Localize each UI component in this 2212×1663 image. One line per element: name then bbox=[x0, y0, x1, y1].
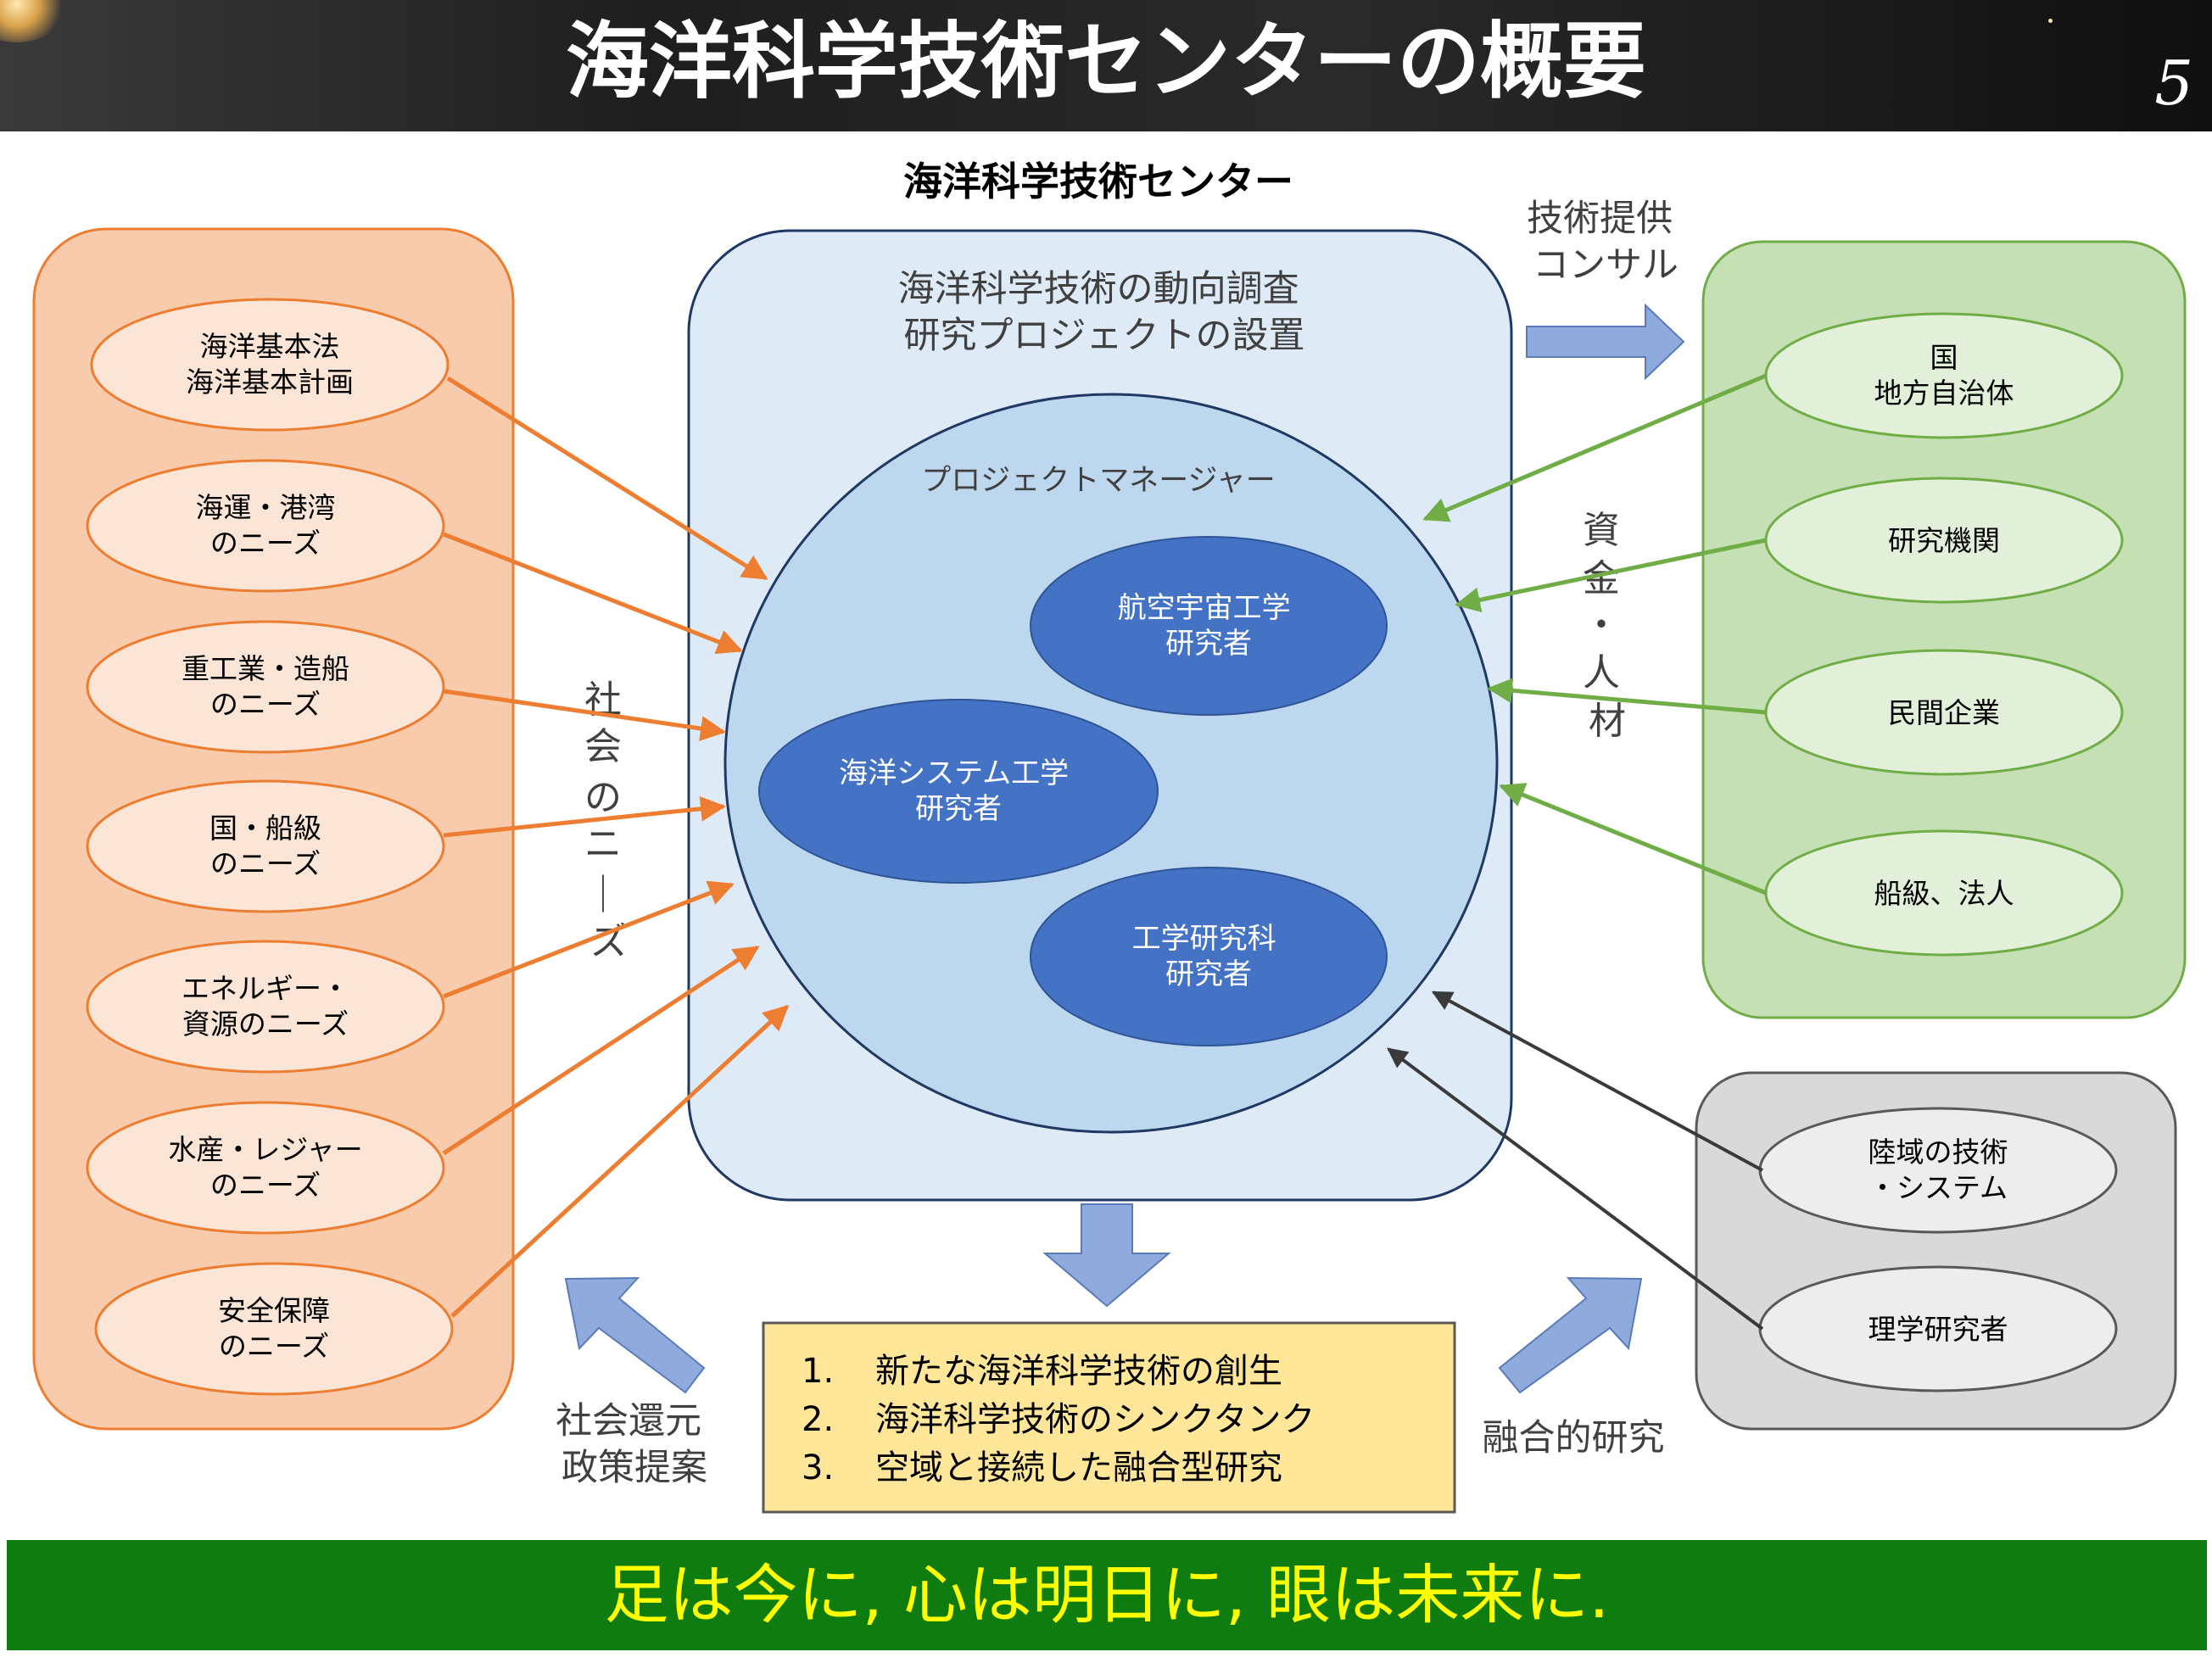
svg-text:国・船級のニーズ: 国・船級のニーズ bbox=[209, 812, 321, 880]
svg-text:理学研究者: 理学研究者 bbox=[1868, 1313, 2008, 1346]
tech-item: 理学研究者 bbox=[1758, 1265, 2118, 1392]
center-title: 海洋科学技術センター bbox=[903, 159, 1293, 204]
needs-item: 水産・レジャーのニーズ bbox=[86, 1101, 445, 1235]
center-top-text: 海洋科学技術の動向調査 研究プロジェクトの設置 bbox=[898, 268, 1311, 357]
researcher-label: 海洋システム工学 研究者 bbox=[839, 756, 1078, 826]
needs-item: 安全保障のニーズ bbox=[94, 1262, 454, 1396]
funding-arrows bbox=[1422, 373, 1767, 896]
star-decoration bbox=[2048, 19, 2053, 23]
needs-side-label-bg bbox=[581, 678, 637, 967]
slogan-banner: 足は今に, 心は明日に, 眼は未来に. bbox=[7, 1540, 2207, 1650]
needs-item: 海運・港湾のニーズ bbox=[86, 459, 445, 593]
tech-item: 陸域の技術・システム bbox=[1758, 1107, 2118, 1234]
needs-item: 国・船級のニーズ bbox=[86, 779, 445, 913]
svg-text:国地方自治体: 国地方自治体 bbox=[1874, 341, 2014, 410]
svg-text:水産・レジャーのニーズ: 水産・レジャーのニーズ bbox=[168, 1133, 362, 1202]
funding-item: 民間企業 bbox=[1764, 649, 2124, 776]
researcher-aerospace: 航空宇宙工学 研究者 bbox=[1030, 536, 1388, 716]
outcome-item: 1. 新たな海洋科学技術の創生 bbox=[802, 1352, 1282, 1391]
slogan-text: 足は今に, 心は明日に, 眼は未来に. bbox=[604, 1557, 1610, 1632]
researcher-label: 工学研究科 研究者 bbox=[1132, 922, 1286, 991]
fusion-research-arrow bbox=[1498, 1276, 1643, 1394]
funding-item: 国地方自治体 bbox=[1764, 312, 2124, 439]
svg-text:エネルギー・資源のニーズ: エネルギー・資源のニーズ bbox=[182, 972, 349, 1041]
svg-text:民間企業: 民間企業 bbox=[1888, 696, 2000, 729]
needs-item: 重工業・造船のニーズ bbox=[86, 620, 445, 754]
pm-label: プロジェクトマネージャー bbox=[921, 464, 1276, 498]
fusion-research-label: 融合的研究 bbox=[1483, 1417, 1665, 1459]
researcher-label: 航空宇宙工学 研究者 bbox=[1118, 591, 1300, 661]
funding-side-label-bg bbox=[1580, 505, 1634, 751]
diagram: 海洋科学技術センター 海洋科学技術の動向調査 研究プロジェクトの設置 プロジェク… bbox=[32, 159, 2187, 1514]
tech-offer-arrow bbox=[1526, 303, 1685, 381]
social-return-arrow bbox=[564, 1276, 706, 1394]
researcher-ocean-systems: 海洋システム工学 研究者 bbox=[758, 699, 1159, 884]
outcome-down-arrow bbox=[1042, 1203, 1171, 1308]
funding-item: 船級、法人 bbox=[1764, 829, 2124, 957]
svg-text:安全保障のニーズ: 安全保障のニーズ bbox=[218, 1294, 330, 1363]
slide-title: 海洋科学技術センターの概要 bbox=[565, 14, 1646, 110]
social-return-label: 社会還元 政策提案 bbox=[556, 1400, 713, 1489]
svg-text:研究機関: 研究機関 bbox=[1888, 524, 2000, 557]
needs-item: 海洋基本法海洋基本計画 bbox=[90, 298, 450, 432]
outcome-item: 2. 海洋科学技術のシンクタンク bbox=[802, 1400, 1315, 1439]
outcome-item: 3. 空域と接続した融合型研究 bbox=[802, 1448, 1282, 1487]
funding-item: 研究機関 bbox=[1764, 477, 2124, 604]
svg-text:海運・港湾のニーズ: 海運・港湾のニーズ bbox=[196, 491, 336, 560]
funding-panel bbox=[1701, 240, 2187, 1019]
outcomes-box bbox=[762, 1321, 1456, 1514]
svg-text:船級、法人: 船級、法人 bbox=[1874, 877, 2014, 910]
funding-side-label: 資 金 ・ 人 材 bbox=[1583, 509, 1632, 743]
tech-offer-label: 技術提供 コンサル bbox=[1527, 198, 1684, 287]
needs-arrows bbox=[442, 376, 790, 1318]
needs-item: エネルギー・資源のニーズ bbox=[86, 940, 445, 1074]
svg-text:重工業・造船のニーズ: 重工業・造船のニーズ bbox=[182, 652, 349, 721]
svg-text:陸域の技術・システム: 陸域の技術・システム bbox=[1868, 1136, 2008, 1204]
researcher-engineering: 工学研究科 研究者 bbox=[1030, 867, 1388, 1046]
title-bar: 海洋科学技術センターの概要 5 bbox=[0, 0, 2212, 131]
page-number: 5 bbox=[2154, 47, 2193, 119]
svg-text:海洋基本法海洋基本計画: 海洋基本法海洋基本計画 bbox=[186, 330, 354, 399]
tech-arrows bbox=[1387, 991, 1764, 1331]
